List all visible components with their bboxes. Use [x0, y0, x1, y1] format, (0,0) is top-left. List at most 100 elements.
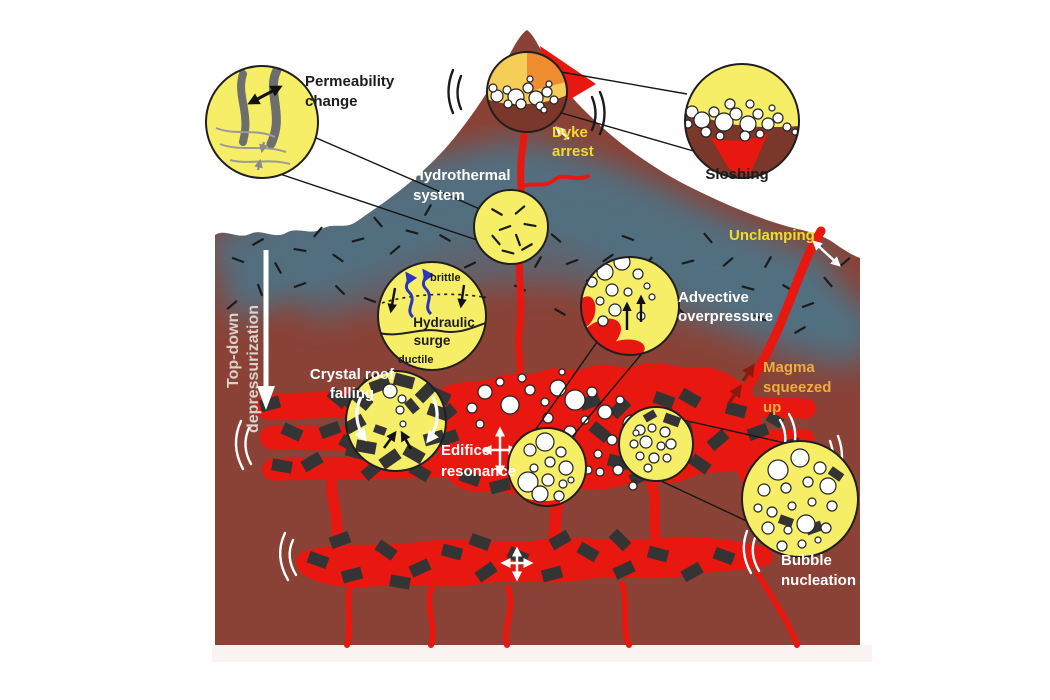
bubble	[542, 412, 554, 424]
bubble	[558, 460, 574, 476]
bubble	[531, 485, 549, 503]
crystal	[827, 466, 845, 482]
bubble	[797, 539, 807, 549]
bubble	[729, 107, 743, 121]
crystal	[468, 532, 492, 552]
bubble	[783, 525, 793, 535]
bubble	[558, 479, 568, 489]
closing-arrow-icon	[254, 158, 263, 171]
crack-dash	[565, 259, 579, 265]
fracture	[266, 66, 282, 149]
bubble	[714, 112, 734, 132]
bubble	[662, 453, 672, 463]
bubble	[564, 389, 586, 411]
bubble	[526, 75, 534, 83]
crystal	[368, 375, 392, 395]
bubble	[524, 384, 536, 396]
crystal	[588, 420, 612, 444]
crystal	[328, 530, 352, 550]
crack-dash	[351, 237, 365, 243]
crack-dash	[534, 256, 542, 268]
crack-dash	[439, 234, 451, 242]
hydrothermal-system-label: system	[413, 187, 465, 204]
bubble	[540, 106, 548, 114]
bubble	[826, 500, 838, 512]
edifice-resonance-label: resonance	[441, 463, 516, 480]
bubble	[739, 115, 757, 133]
crack-dash	[405, 229, 419, 235]
crystal	[318, 420, 342, 440]
crystal	[706, 428, 730, 452]
sloshing-label: Sloshing	[705, 166, 768, 183]
magma-squeezed-up-label: up	[763, 399, 781, 416]
bubble	[540, 397, 550, 407]
seismic-marks-summit	[447, 68, 606, 136]
unclamping-label: Unclamping	[729, 227, 815, 244]
crystal	[346, 413, 367, 435]
bubble	[790, 448, 810, 468]
bubble	[739, 130, 751, 142]
crystal-roof-falling-label: falling	[330, 385, 374, 402]
crystal	[712, 546, 736, 566]
crystal	[746, 422, 770, 442]
crack-dash	[274, 262, 282, 274]
permeability-change-label: Permeability	[305, 73, 395, 90]
bubble	[767, 459, 789, 481]
crack-dash	[332, 253, 344, 263]
crystal	[389, 574, 411, 590]
crystal	[350, 388, 374, 412]
crack-dash	[491, 234, 501, 246]
magma-squeezed-up-label: Magma	[763, 359, 815, 376]
bubble	[541, 473, 555, 487]
advective-overpressure-label: overpressure	[678, 308, 773, 325]
hydraulic-surge-label: surge	[414, 333, 451, 348]
bubble	[545, 80, 553, 88]
bubble	[632, 268, 644, 280]
bubble	[659, 426, 671, 438]
crack-dash	[293, 247, 307, 253]
crack-dash	[231, 257, 245, 263]
crack-dash	[823, 276, 833, 288]
crystal	[688, 453, 712, 475]
bubble	[597, 315, 609, 327]
inset-summit-plug	[486, 51, 568, 133]
up-arrow-icon	[382, 430, 397, 449]
crack-dash	[550, 233, 562, 243]
crystal	[612, 560, 636, 580]
bubble	[500, 395, 520, 415]
bubble	[819, 477, 837, 495]
bubble	[593, 449, 603, 459]
crack-dash	[703, 232, 713, 244]
crack-dash	[514, 205, 526, 215]
fracture	[237, 70, 250, 146]
bubble	[766, 506, 778, 518]
bubble	[761, 117, 775, 131]
bubble	[399, 420, 407, 428]
magma-squeezed-arrows	[727, 363, 755, 404]
bubble	[544, 456, 556, 468]
bubble	[787, 501, 797, 511]
crystal	[408, 558, 432, 578]
bubble	[605, 283, 619, 297]
crack-dash	[753, 314, 767, 322]
bubble	[802, 476, 814, 488]
crack-dash	[226, 300, 238, 310]
crystal	[724, 401, 748, 419]
bubble	[648, 452, 660, 464]
crystal	[578, 392, 602, 412]
bubble	[772, 112, 784, 124]
fluid-surge-arrow-icon	[421, 268, 435, 316]
crystal	[440, 543, 464, 561]
bubble	[586, 386, 598, 398]
bubble	[606, 434, 618, 446]
crystal	[662, 412, 682, 428]
ductile-label: ductile	[398, 354, 433, 366]
crack-dash	[363, 297, 377, 303]
bubble	[643, 463, 653, 473]
bubble	[522, 82, 534, 94]
bubble	[495, 377, 505, 387]
bubble	[629, 439, 639, 449]
bubble	[580, 415, 590, 425]
footer-strip	[212, 645, 872, 662]
crack-dash	[515, 233, 521, 247]
